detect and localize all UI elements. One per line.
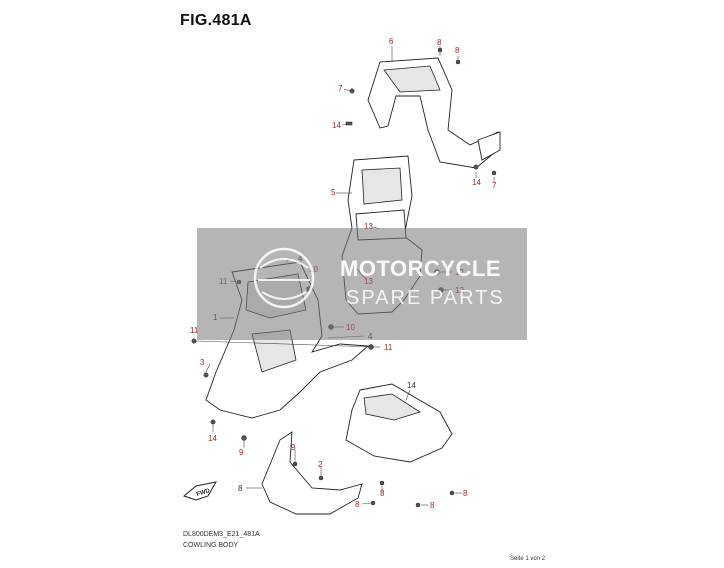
callout: 8 bbox=[463, 489, 468, 498]
callout: 3 bbox=[200, 358, 205, 367]
watermark-logo-icon bbox=[253, 247, 315, 309]
callout: 8 bbox=[238, 484, 243, 493]
callout: 7 bbox=[492, 181, 497, 190]
part-group-name: COWLING BODY bbox=[183, 542, 239, 549]
watermark-overlay bbox=[197, 228, 527, 340]
callout: 14 bbox=[472, 178, 481, 187]
callout: 8 bbox=[355, 500, 360, 509]
model-code: DL800DEM3_E21_481A bbox=[183, 531, 260, 538]
callout: 7 bbox=[338, 84, 343, 93]
watermark-line2: SPARE PARTS bbox=[346, 287, 505, 309]
callout: 8 bbox=[430, 501, 435, 510]
lower-beak-part bbox=[261, 431, 363, 515]
callout: 9 bbox=[291, 443, 296, 452]
callout: 6 bbox=[389, 37, 394, 46]
page-info: Seite 1 von 2 bbox=[510, 556, 546, 562]
upper-cowling-part bbox=[367, 57, 501, 169]
fwd-arrow-icon: FWD bbox=[182, 481, 217, 501]
callout: 9 bbox=[239, 448, 244, 457]
callout: 8 bbox=[437, 38, 442, 47]
side-panel-part bbox=[345, 383, 453, 463]
watermark-line1: MOTORCYCLE bbox=[340, 256, 502, 281]
callout: 11 bbox=[190, 326, 199, 335]
callout: 11 bbox=[384, 343, 393, 352]
callout: 14 bbox=[208, 434, 217, 443]
callout: 14 bbox=[332, 121, 341, 130]
callout: 14 bbox=[407, 381, 416, 390]
fwd-label: FWD bbox=[196, 488, 211, 498]
callout: 8 bbox=[455, 46, 460, 55]
figure-title: FIG.481A bbox=[180, 12, 252, 29]
callout: 8 bbox=[380, 489, 385, 498]
callout: 2 bbox=[318, 460, 323, 469]
callout: 5 bbox=[331, 188, 336, 197]
callout: 13 bbox=[364, 222, 373, 231]
